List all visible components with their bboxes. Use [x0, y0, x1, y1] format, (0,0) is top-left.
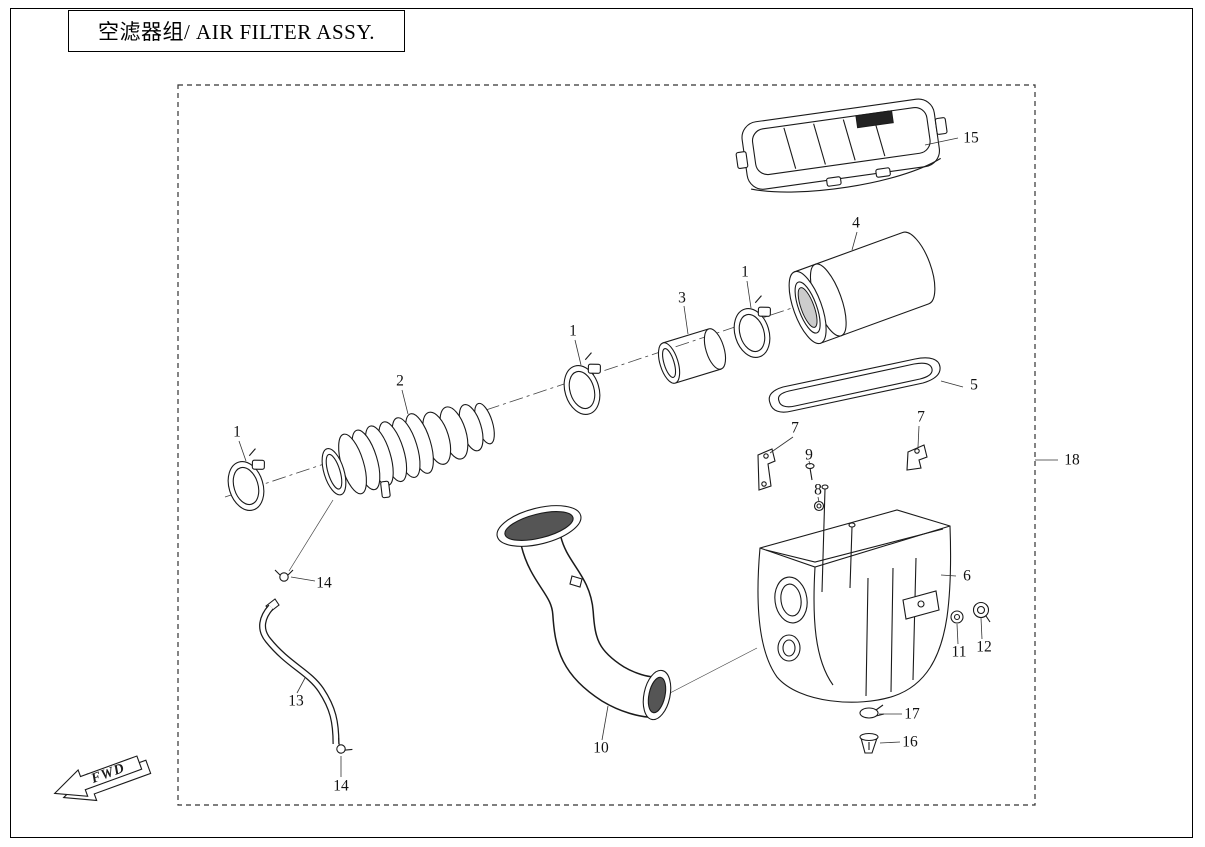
part-hose-clamp	[219, 446, 278, 516]
part-bracket	[757, 448, 776, 491]
part-callout-16: 16	[902, 734, 918, 751]
part-callout-2: 2	[396, 373, 404, 390]
part-gasket-seal	[768, 357, 941, 413]
part-callout-18: 18	[1064, 452, 1080, 469]
part-callout-14: 14	[316, 575, 332, 592]
part-callout-14: 14	[333, 778, 349, 795]
part-callout-5: 5	[970, 377, 978, 394]
fwd-arrow: FWD	[53, 755, 152, 802]
leader-lines	[238, 137, 1058, 777]
part-drain-valve	[859, 732, 879, 754]
page-border	[10, 8, 1193, 838]
part-plug-nut	[972, 601, 991, 623]
part-callout-8: 8	[814, 482, 822, 499]
part-callout-7: 7	[791, 420, 799, 437]
part-callout-9: 9	[805, 447, 813, 464]
part-callout-12: 12	[976, 639, 992, 656]
part-callout-7: 7	[917, 409, 925, 426]
part-callout-13: 13	[288, 693, 304, 710]
part-drain-clamp	[859, 704, 885, 719]
part-washer	[950, 610, 964, 624]
part-connector-hose	[657, 328, 727, 384]
attachment-lines	[288, 499, 758, 694]
part-grommet	[813, 500, 825, 512]
part-drain-hose	[259, 598, 340, 745]
part-snorkel-duct	[496, 505, 672, 721]
part-callout-15: 15	[963, 130, 979, 147]
part-callout-6: 6	[963, 568, 971, 585]
part-hose-clamp	[555, 350, 614, 420]
part-hose-clamp	[725, 293, 784, 363]
assembly-boundary	[177, 84, 1036, 806]
part-bracket	[906, 444, 928, 471]
part-air-box-cover	[735, 98, 948, 193]
part-air-box-housing	[757, 484, 952, 703]
part-callout-1: 1	[569, 323, 577, 340]
part-callout-1: 1	[233, 424, 241, 441]
part-callout-17: 17	[904, 706, 920, 723]
part-callout-10: 10	[593, 740, 609, 757]
fwd-label: FWD	[88, 761, 127, 787]
part-intake-boot	[321, 402, 495, 499]
part-callout-11: 11	[952, 644, 967, 661]
part-pin	[805, 462, 815, 481]
part-filter-element	[788, 231, 936, 345]
part-hose-clip	[274, 569, 294, 582]
page-title: 空滤器组/ AIR FILTER ASSY.	[97, 20, 376, 44]
part-callout-1: 1	[741, 264, 749, 281]
part-callout-3: 3	[678, 290, 686, 307]
part-callout-4: 4	[852, 215, 860, 232]
title-block: 空滤器组/ AIR FILTER ASSY.	[68, 10, 405, 52]
